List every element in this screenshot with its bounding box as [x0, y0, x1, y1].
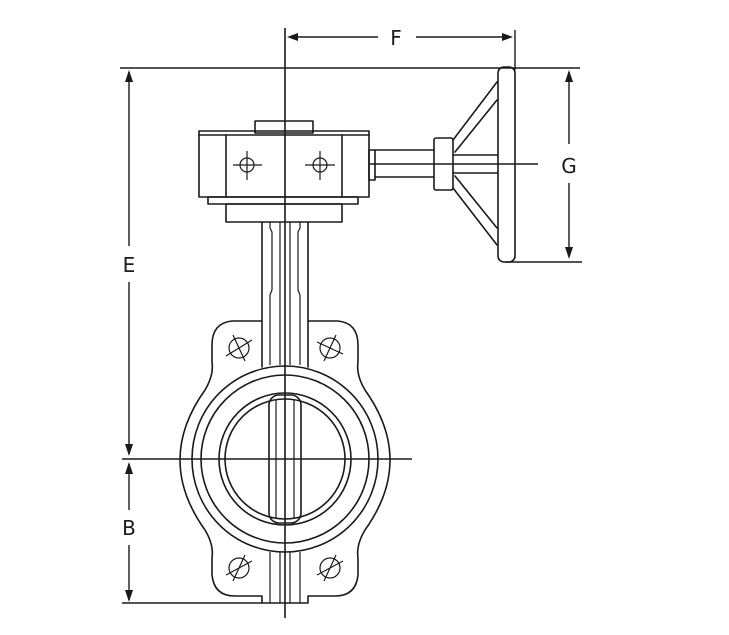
dimension-E: E — [123, 70, 136, 456]
dim-label-G: G — [561, 154, 577, 178]
arrow-down-icon — [565, 247, 573, 259]
dim-label-F: F — [390, 26, 402, 50]
bolt-mark-icon — [305, 151, 335, 180]
seat-ring-outer — [218, 392, 352, 526]
dimension-B: B — [122, 462, 262, 604]
arrow-left-icon — [287, 33, 298, 41]
arrow-up-icon — [125, 70, 133, 82]
shaft-collar — [433, 137, 454, 191]
body-ring-outer — [191, 365, 379, 553]
gearbox-housing — [198, 130, 370, 198]
dimension-F: F — [287, 26, 516, 70]
arrow-up-icon — [125, 462, 133, 474]
gearbox-base-flange — [207, 196, 359, 205]
gearbox-mount — [225, 203, 343, 223]
bolt-hole-icon — [225, 334, 253, 362]
valve-neck — [261, 221, 309, 368]
bolt-hole-icon — [225, 554, 253, 582]
dimension-G: G — [505, 70, 582, 263]
bolt-mark-icon — [233, 151, 262, 180]
handwheel — [452, 66, 516, 263]
dim-label-E: E — [123, 253, 136, 277]
gearbox-top-cap — [254, 120, 314, 134]
body-outline — [179, 320, 391, 604]
arrow-down-icon — [125, 590, 133, 602]
bolt-hole-icon — [316, 554, 344, 582]
gearbox — [198, 120, 376, 223]
disc — [268, 394, 302, 524]
input-shaft — [374, 137, 454, 191]
valve-body — [179, 320, 391, 604]
bolt-hole-icon — [316, 334, 344, 362]
handwheel-rim — [497, 66, 516, 263]
dim-label-B: B — [122, 516, 136, 540]
seat-ring-inner — [224, 398, 346, 520]
disc-edge — [268, 394, 302, 524]
arrow-right-icon — [502, 33, 513, 41]
arrow-up-icon — [565, 70, 573, 82]
lug-bolt-holes — [225, 334, 344, 582]
body-ring-middle — [200, 374, 370, 544]
arrow-down-icon — [125, 444, 133, 456]
